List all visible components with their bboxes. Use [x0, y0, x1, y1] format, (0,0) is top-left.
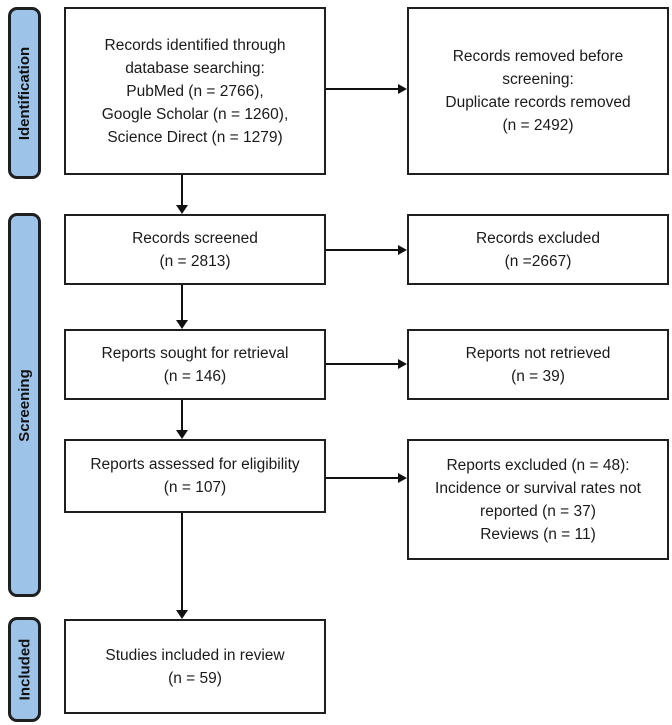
arrow-line — [181, 175, 183, 206]
stage-label-identification: Identification — [16, 46, 33, 140]
box-records-screened: Records screened (n = 2813) — [64, 214, 326, 285]
arrow-line — [181, 513, 183, 611]
stage-bar-included: Included — [8, 617, 41, 722]
arrow-line — [181, 400, 183, 431]
stage-bar-screening: Screening — [8, 213, 41, 597]
arrow-head-icon — [398, 84, 407, 94]
stage-label-included: Included — [16, 638, 34, 701]
arrow-head-icon — [398, 473, 407, 483]
arrow-line — [326, 363, 399, 365]
stage-bar-identification: Identification — [8, 7, 41, 179]
arrow-line — [326, 477, 399, 479]
arrow-line — [326, 249, 399, 251]
box-records-excluded: Records excluded (n =2667) — [407, 214, 669, 285]
arrow-head-icon — [176, 610, 188, 619]
box-reports-not-retrieved: Reports not retrieved (n = 39) — [407, 329, 669, 400]
arrow-line — [181, 285, 183, 321]
box-studies-included: Studies included in review (n = 59) — [64, 619, 326, 714]
box-records-removed: Records removed before screening: Duplic… — [407, 7, 669, 175]
box-reports-excluded: Reports excluded (n = 48): Incidence or … — [407, 439, 669, 560]
arrow-head-icon — [176, 320, 188, 329]
arrow-line — [326, 88, 399, 90]
box-reports-sought: Reports sought for retrieval (n = 146) — [64, 329, 326, 400]
arrow-head-icon — [176, 205, 188, 214]
stage-label-screening: Screening — [16, 368, 33, 442]
arrow-head-icon — [398, 359, 407, 369]
box-reports-assessed: Reports assessed for eligibility (n = 10… — [64, 439, 326, 513]
arrow-head-icon — [176, 430, 188, 439]
box-records-identified: Records identified through database sear… — [64, 7, 326, 175]
arrow-head-icon — [398, 245, 407, 255]
